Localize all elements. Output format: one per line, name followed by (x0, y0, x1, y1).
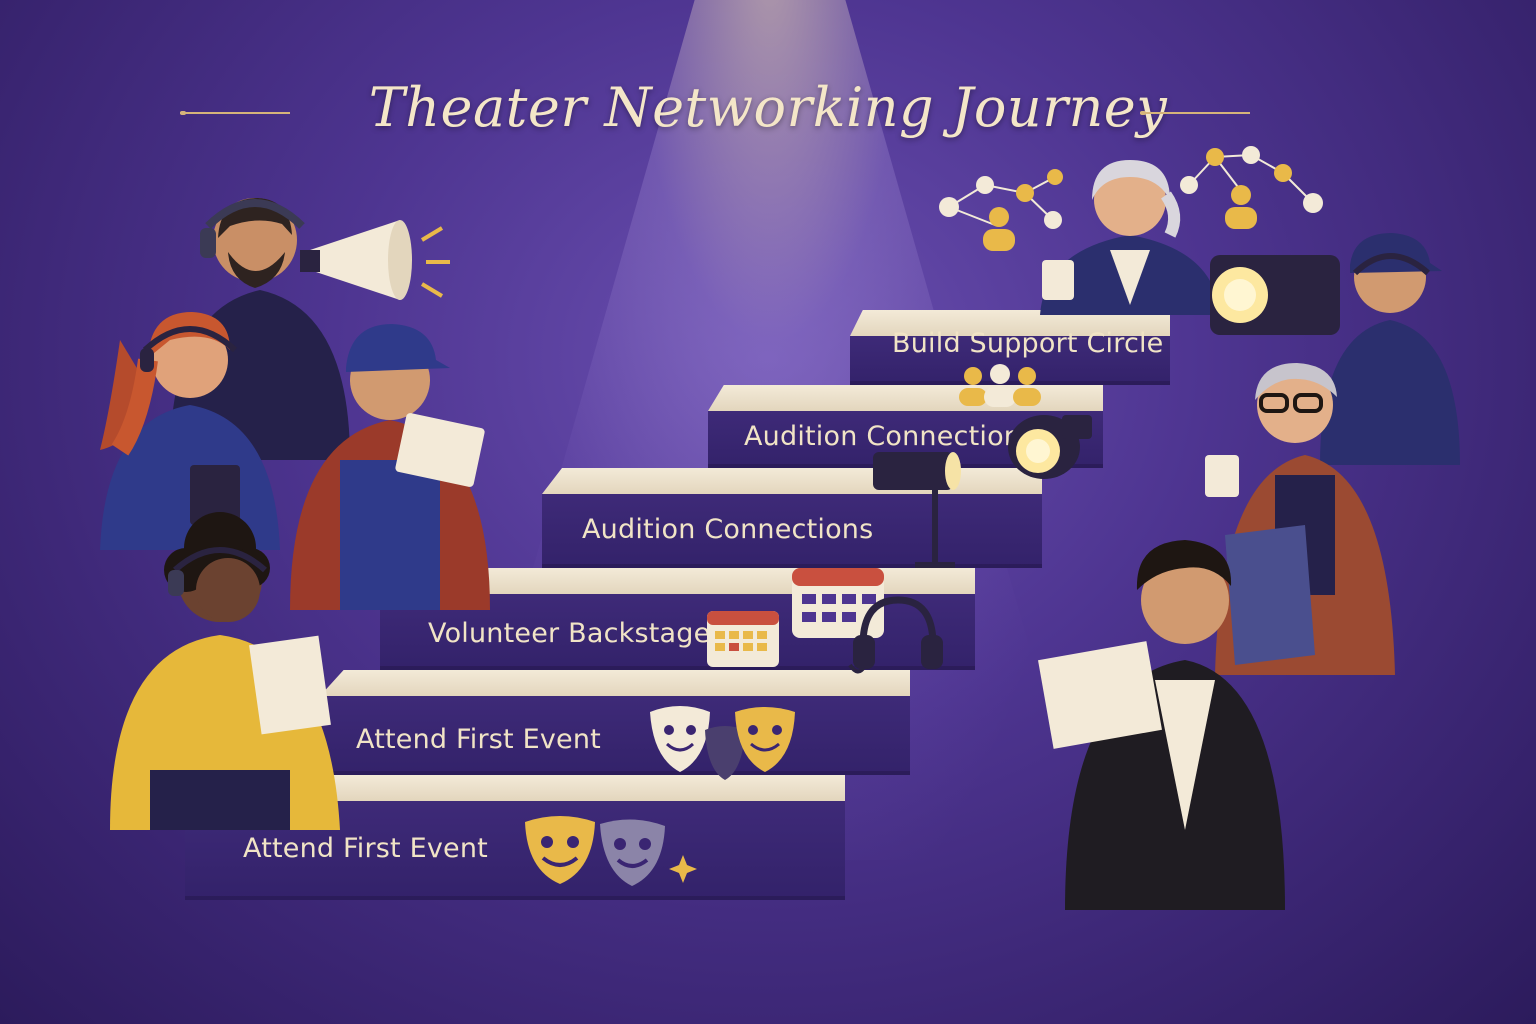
step-6-label: Build Support Circle (892, 328, 1164, 359)
mentor-figure (1040, 160, 1220, 315)
step-4-label: Audition Connections (582, 514, 874, 545)
step-1-label: Attend First Event (243, 833, 488, 864)
step-5-label: Audition Connections (744, 421, 1036, 452)
calendar-icon (707, 611, 779, 667)
stage-manager-figure (100, 312, 280, 550)
stage-light-icon (873, 452, 961, 568)
headset-icon (848, 596, 943, 674)
theater-masks-icon (525, 816, 697, 886)
producer-figure (1205, 363, 1395, 675)
step-2-label: Attend First Event (356, 724, 601, 755)
page-title: Theater Networking Journey (368, 76, 1168, 139)
camera-operator-figure (1210, 233, 1460, 465)
step-1: Attend First Event (185, 775, 845, 900)
theater-masks-icon (650, 706, 795, 780)
step-6: Build Support Circle (850, 310, 1170, 385)
title-area: Theater Networking Journey (0, 70, 1536, 160)
calendar-icon (792, 568, 884, 638)
title-ornament-right (1140, 111, 1250, 115)
network-icon (939, 169, 1063, 251)
group-icon (959, 364, 1041, 407)
actor-figure (110, 512, 340, 830)
step-4: Audition Connections (542, 468, 1042, 568)
spotlight-icon (1008, 415, 1092, 479)
step-2: Attend First Event (320, 670, 910, 775)
network-icon (1180, 146, 1323, 229)
title-ornament-left (180, 111, 290, 115)
actor-reading-figure (1038, 540, 1285, 910)
step-3-label: Volunteer Backstage (428, 618, 711, 649)
crew-figure (290, 324, 490, 610)
